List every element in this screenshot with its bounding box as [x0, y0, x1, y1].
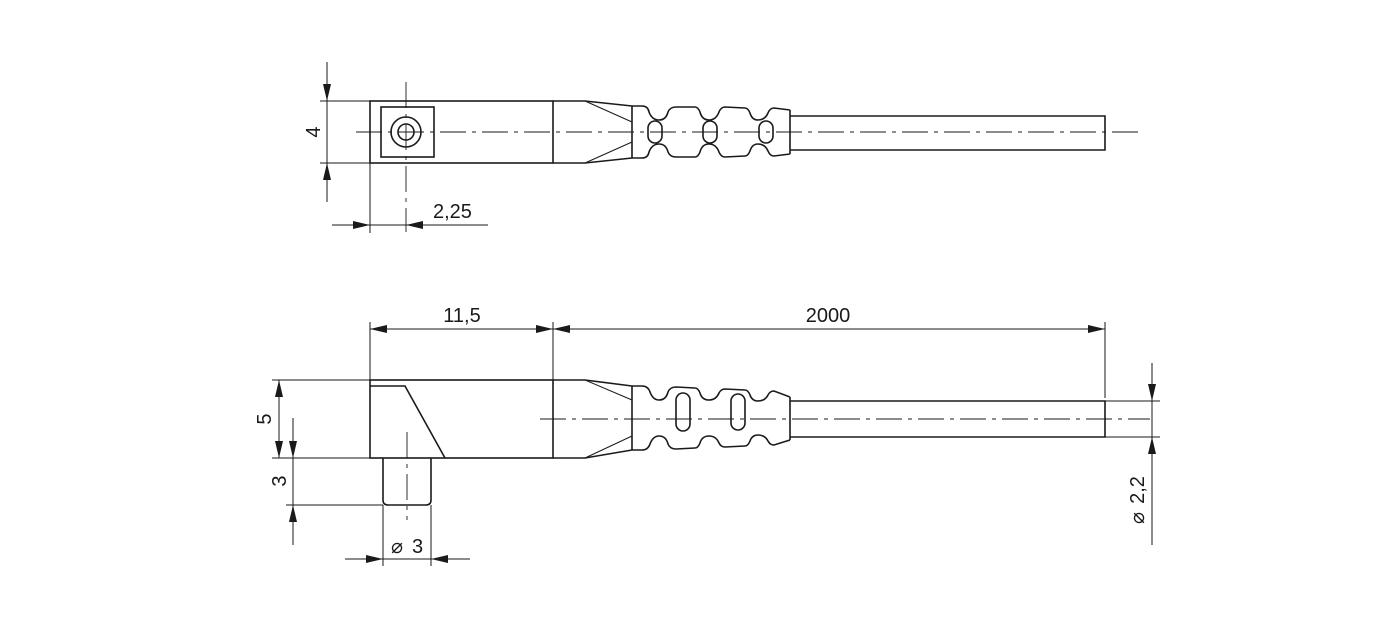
- dim-cable-diameter: ⌀ 2,2: [1105, 363, 1160, 545]
- dim-cable-diameter-symbol: ⌀: [1127, 512, 1149, 524]
- dim-top-height: 4: [303, 62, 370, 202]
- dim-body-length: 11,5: [369, 305, 554, 380]
- dim-body-length-label: 11,5: [443, 305, 480, 327]
- side-view: [369, 379, 1150, 520]
- dim-top-height-label: 4: [303, 126, 325, 137]
- top-cable: [790, 115, 1106, 151]
- top-grip: [631, 105, 791, 159]
- dim-pin-diameter-label: 3: [412, 536, 423, 558]
- side-angled-face: [370, 385, 446, 459]
- dim-pin-length: 3: [269, 418, 383, 545]
- dim-cable-diameter-label: 2,2: [1127, 476, 1149, 504]
- dim-side-height-label: 5: [254, 413, 276, 424]
- dim-side-height: 5: [254, 379, 383, 459]
- dim-top-offset: 2,25: [332, 163, 488, 233]
- side-grip: [631, 385, 791, 451]
- side-grip-slot-1: [675, 392, 691, 432]
- side-housing-block: [369, 379, 554, 459]
- dim-cable-length-label: 2000: [806, 305, 851, 327]
- dim-cable-length: 2000: [553, 305, 1106, 398]
- side-pin: [382, 458, 432, 506]
- dim-pin-diameter-symbol: ⌀: [391, 536, 403, 558]
- dim-top-offset-label: 2,25: [433, 201, 472, 223]
- top-view: [356, 82, 1138, 232]
- side-grip-slot-2: [730, 393, 746, 431]
- dim-pin-length-label: 3: [269, 475, 291, 486]
- dim-pin-diameter: ⌀ 3: [345, 505, 470, 566]
